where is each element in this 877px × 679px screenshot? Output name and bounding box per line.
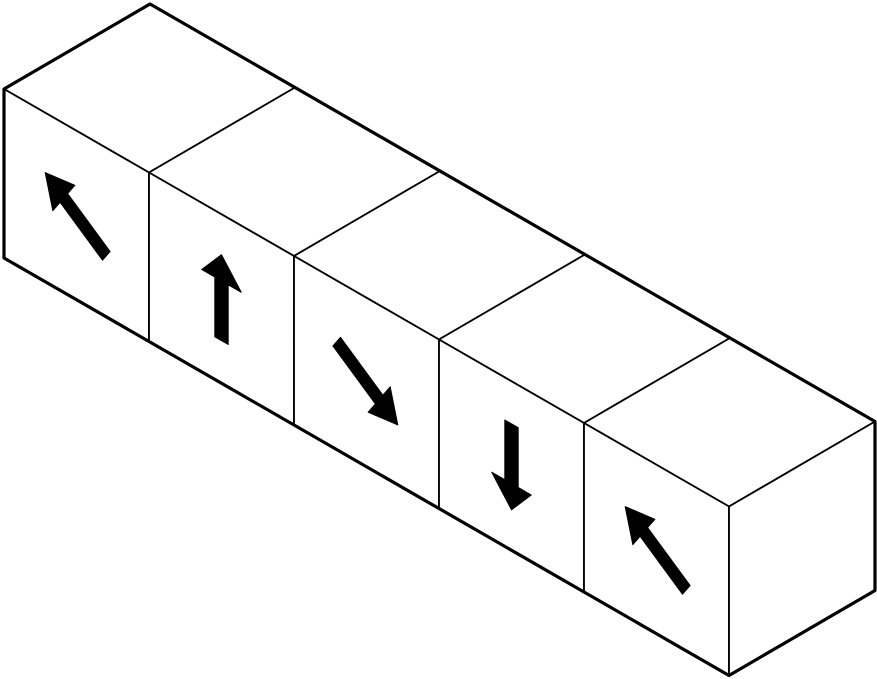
up-left-arrow-icon [624,506,691,595]
down-arrow-icon [491,419,532,511]
up-arrow-icon [201,254,242,345]
cube-faces [3,3,876,677]
up-left-arrow-icon [44,172,111,261]
down-right-arrow-icon [332,336,399,426]
front-face-arrows [44,172,691,595]
